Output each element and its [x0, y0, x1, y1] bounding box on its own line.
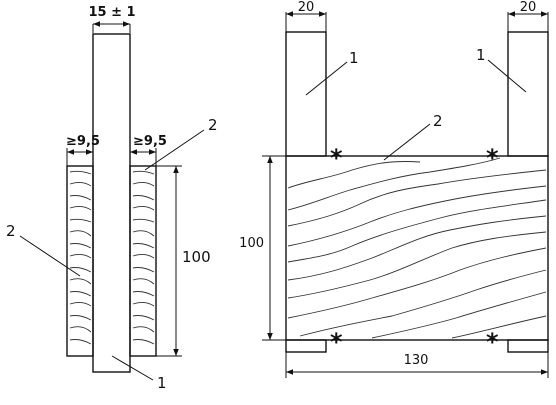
dim-left-strip-label: 20 [298, 0, 315, 15]
leader-line [305, 61, 348, 96]
marker-star-top-right: * [486, 144, 499, 172]
marker-star-bottom-left: * [330, 328, 343, 356]
dim-left-gap-label: ≥9,5 [66, 134, 100, 149]
dim-width-label: 130 [404, 353, 429, 368]
leader-line [144, 129, 205, 171]
leader-line [111, 355, 154, 381]
dim-right-gap-label: ≥9,5 [133, 134, 167, 149]
label-wood-right: 2 [208, 116, 218, 134]
leader-line [383, 123, 431, 161]
strip-left-bottom [285, 339, 327, 353]
left-view: 15 ± 1 ≥9,5 ≥9,5 100 2 2 1 [6, 5, 218, 392]
label-strip: 1 [157, 374, 167, 392]
dim-right-strip-label: 20 [520, 0, 537, 15]
wood-block-left [66, 165, 94, 357]
wood-block [285, 155, 549, 341]
central-strip [92, 33, 131, 373]
right-view: 20 20 * * * * [239, 0, 549, 378]
marker-star-bottom-right: * [486, 328, 499, 356]
wood-block-right [129, 165, 157, 357]
label-strip-right: 1 [476, 46, 486, 64]
label-wood-left: 2 [6, 222, 16, 240]
dim-top-label: 15 ± 1 [88, 5, 135, 20]
dim-right-height-label: 100 [239, 236, 264, 251]
leader-line [19, 235, 81, 277]
dim-height-label: 100 [182, 248, 211, 266]
strip-right-bottom [507, 339, 549, 353]
strip-right [507, 31, 549, 157]
label-strip-left: 1 [349, 49, 359, 67]
marker-star-top-left: * [330, 144, 343, 172]
leader-line [487, 59, 527, 93]
label-wood: 2 [433, 112, 443, 130]
strip-left [285, 31, 327, 157]
